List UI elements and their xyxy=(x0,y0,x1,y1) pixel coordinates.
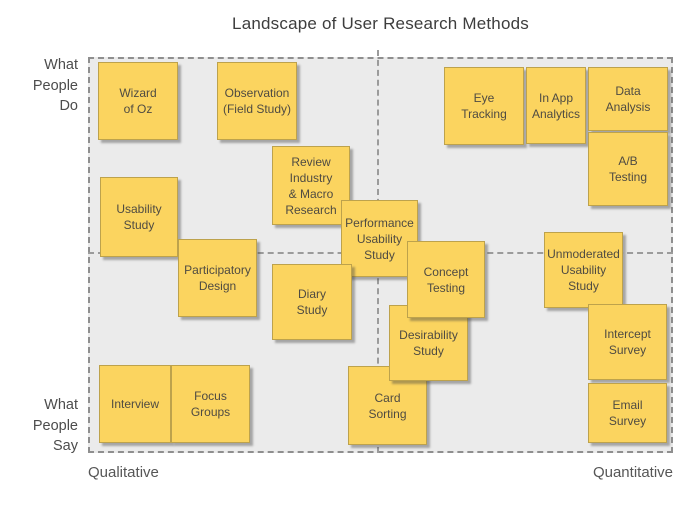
sticky-note-focus-groups[interactable]: Focus Groups xyxy=(171,365,250,443)
sticky-note-data-analysis[interactable]: Data Analysis xyxy=(588,67,668,131)
sticky-note-diary-study[interactable]: Diary Study xyxy=(272,264,352,340)
sticky-note-unmoderated-usability-study[interactable]: Unmoderated Usability Study xyxy=(544,232,623,308)
y-axis-label-what-people-do: What People Do xyxy=(32,57,78,114)
sticky-note-ab-testing[interactable]: A/B Testing xyxy=(588,132,668,206)
y-axis-label-what-people-say: What People Say xyxy=(32,397,78,454)
sticky-note-observation-field-study[interactable]: Observation (Field Study) xyxy=(217,62,297,140)
x-axis-label-quantitative: Quantitative xyxy=(592,464,673,481)
sticky-note-wizard-of-oz[interactable]: Wizard of Oz xyxy=(98,62,178,140)
sticky-note-in-app-analytics[interactable]: In App Analytics xyxy=(526,67,586,144)
sticky-note-participatory-design[interactable]: Participatory Design xyxy=(178,239,257,317)
diagram-title: Landscape of User Research Methods xyxy=(232,14,529,33)
sticky-note-interview[interactable]: Interview xyxy=(99,365,171,443)
sticky-note-performance-usability-study[interactable]: Performance Usability Study xyxy=(341,200,418,277)
sticky-note-review-industry-macro-research[interactable]: Review Industry & Macro Research xyxy=(272,146,350,225)
sticky-note-concept-testing[interactable]: Concept Testing xyxy=(407,241,485,318)
sticky-note-email-survey[interactable]: Email Survey xyxy=(588,383,667,443)
sticky-note-eye-tracking[interactable]: Eye Tracking xyxy=(444,67,524,145)
sticky-note-usability-study[interactable]: Usability Study xyxy=(100,177,178,257)
x-axis-label-qualitative: Qualitative xyxy=(88,464,159,481)
sticky-note-intercept-survey[interactable]: Intercept Survey xyxy=(588,304,667,380)
